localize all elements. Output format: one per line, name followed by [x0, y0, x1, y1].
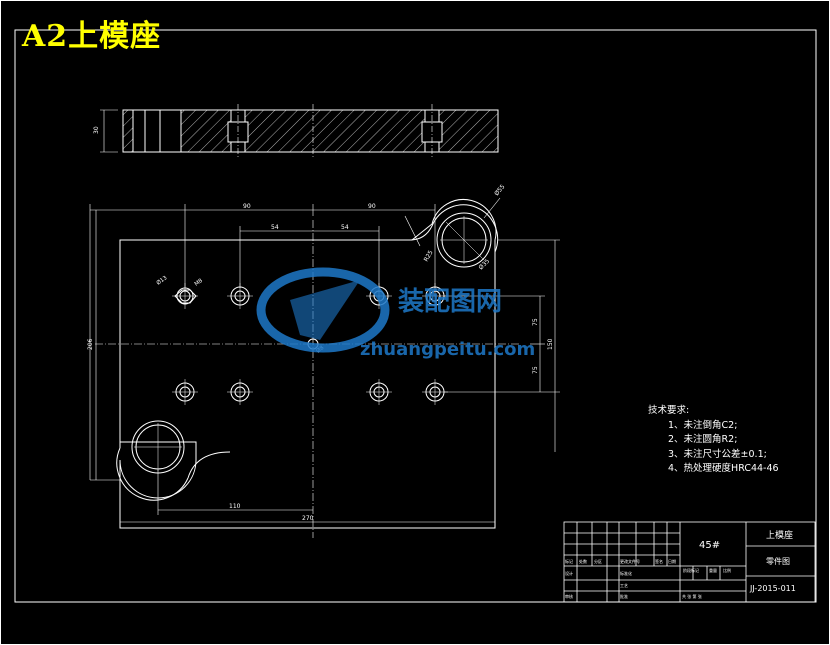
dim-inner-right: 54: [341, 224, 349, 231]
dim-right-height: 150: [547, 338, 554, 350]
tb-r1-0: 标记: [565, 558, 573, 564]
tb-r2-1: 标准化: [620, 570, 632, 576]
dim-top-half-right: 90: [368, 203, 376, 210]
technical-notes: 技术要求: 1、未注倒角C2; 2、未注圆角R2; 3、未注尺寸公差±0.1; …: [648, 404, 779, 477]
center-lines: [95, 220, 520, 538]
watermark: 装配图网 zhuangpeitu.com: [256, 267, 535, 360]
title-drawing-no: JJ-2015-011: [749, 584, 796, 593]
dim-overall-width: 270: [302, 515, 314, 522]
tb-r2-4: 比例: [723, 567, 731, 573]
title-material: 45#: [699, 540, 720, 551]
tb-r3-1: 工艺: [620, 583, 628, 588]
note-item: 3、未注尺寸公差±0.1;: [668, 448, 767, 460]
note-item: 1、未注倒角C2;: [668, 419, 738, 431]
dim-inner-left: 54: [271, 224, 279, 231]
tb-r3-3: 共 张 第 张: [682, 593, 702, 599]
plan-outline: [116, 204, 499, 529]
watermark-brand: 装配图网: [398, 287, 502, 317]
inner-frame: [14, 29, 817, 603]
dim-corner-radius: R25: [423, 249, 435, 263]
tb-r1-1: 处数: [579, 558, 587, 564]
dim-hole-thread: M8: [194, 278, 205, 288]
note-item: 4、热处理硬度HRC44-46: [668, 463, 779, 474]
dim-thickness: 30: [93, 126, 100, 134]
title-block-labels: 标记 处数 分区 更改文件号 签名 日期 设计 标准化 阶段标记 重量 比例 审…: [565, 558, 731, 599]
tb-r2-3: 重量: [709, 567, 717, 573]
dim-right-upper: 75: [532, 318, 539, 326]
notes-heading: 技术要求:: [648, 405, 690, 416]
tb-r1-4: 签名: [655, 558, 663, 564]
title-drawing-type: 零件图: [766, 556, 790, 566]
page-title: A2上模座: [22, 19, 162, 54]
tb-r1-2: 分区: [594, 558, 602, 564]
dim-top-half-left: 90: [243, 203, 251, 210]
note-item: 2、未注圆角R2;: [668, 434, 738, 445]
tb-r2-2: 阶段标记: [683, 567, 699, 573]
watermark-logo: [256, 267, 390, 353]
title-part-name: 上模座: [766, 529, 793, 541]
dim-bottom-offset: 110: [229, 503, 241, 510]
dim-corner-inner: Ø35: [477, 258, 491, 272]
dim-overall-height: 206: [87, 338, 94, 350]
section-view: [100, 104, 499, 158]
dim-right-lower: 75: [532, 366, 539, 374]
plan-view: [119, 199, 497, 529]
tb-r3-0: 审核: [565, 593, 573, 599]
dim-corner-dia: Ø55: [493, 183, 506, 197]
tb-r1-5: 日期: [668, 558, 676, 564]
tb-r2-0: 设计: [565, 570, 573, 576]
tb-r3-2: 批准: [620, 593, 628, 599]
dimension-lines: [89, 197, 560, 523]
dim-hole-small: Ø13: [155, 274, 169, 287]
title-block: [563, 521, 816, 603]
tb-r1-3: 更改文件号: [620, 558, 640, 564]
watermark-url: zhuangpeitu.com: [360, 339, 535, 360]
